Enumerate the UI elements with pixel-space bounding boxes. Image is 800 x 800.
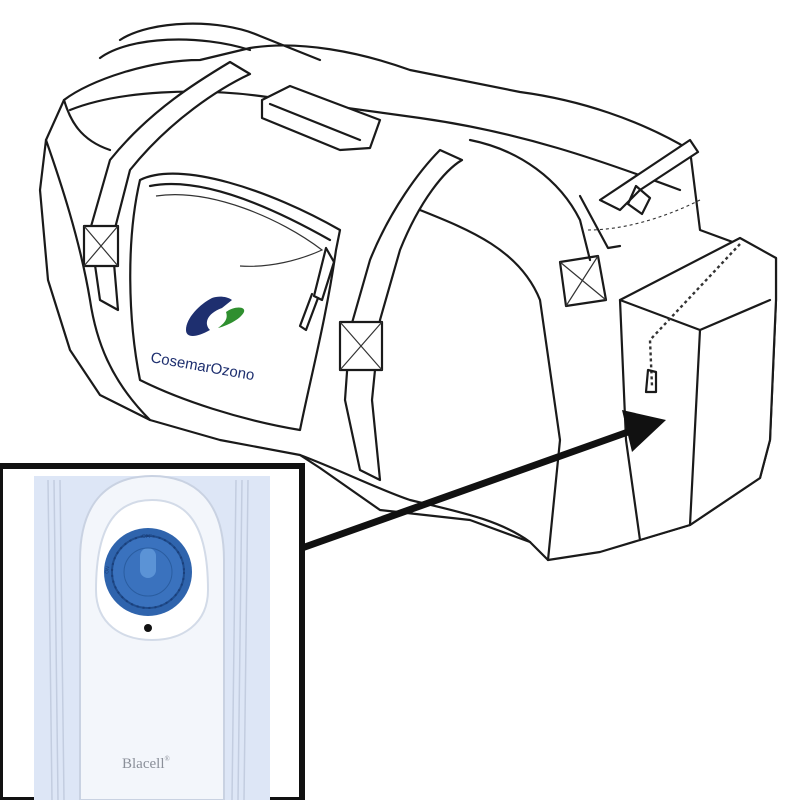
dial-label-on: ON bbox=[104, 566, 111, 575]
dial-label-off: OFF bbox=[142, 534, 152, 540]
device-inset: OFF ON Blacell® bbox=[0, 463, 305, 800]
logo-swoosh-green bbox=[218, 307, 245, 328]
strap-patch-left bbox=[82, 224, 120, 268]
logo-swoosh-blue bbox=[186, 296, 232, 336]
timer-knob[interactable] bbox=[104, 528, 192, 616]
strap-patch-middle bbox=[338, 320, 384, 372]
strap-patch-right bbox=[558, 254, 608, 308]
pointer-arrow bbox=[298, 410, 666, 552]
duffel-bag bbox=[38, 22, 778, 562]
brand-label: Blacell® bbox=[122, 755, 170, 772]
indicator-light bbox=[144, 624, 152, 632]
